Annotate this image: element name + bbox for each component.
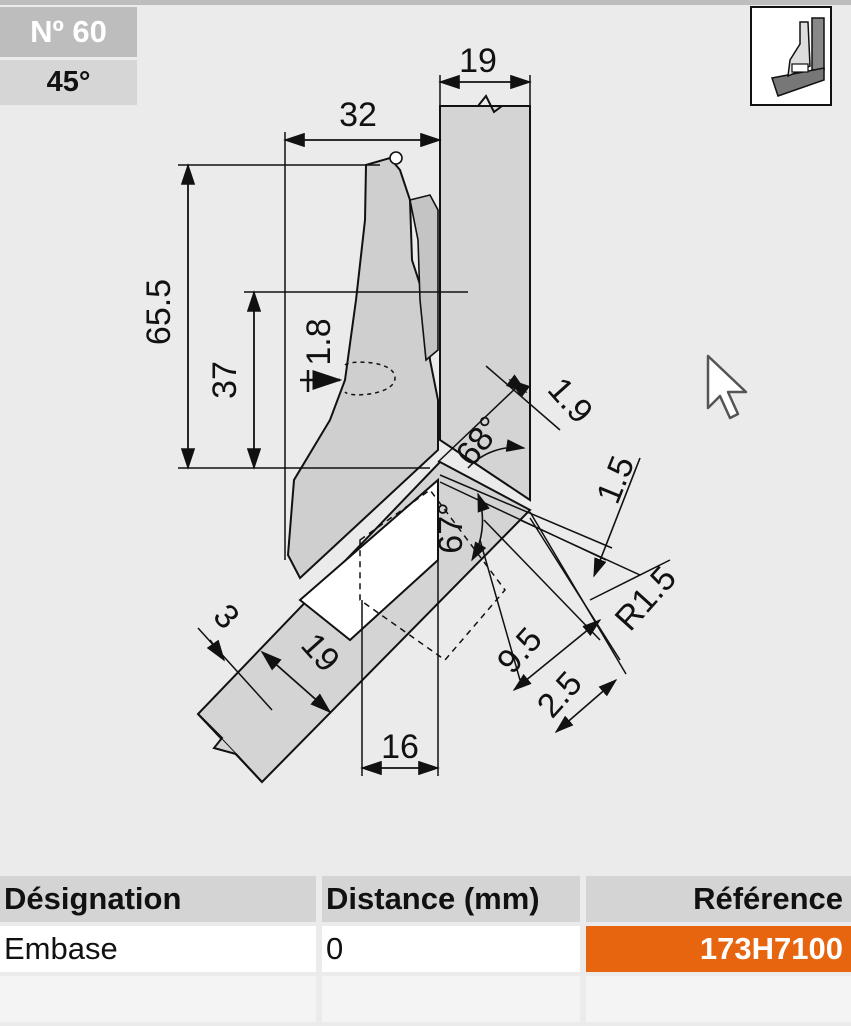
dim-65-5: 65.5 bbox=[140, 279, 178, 345]
table-row[interactable]: Embase 0 173H7100 bbox=[0, 926, 851, 972]
top-rule bbox=[0, 0, 851, 5]
hinge-technical-drawing: 19 32 65.5 37 1.8 1.9 68° 1.5 67° R1.5 9… bbox=[140, 42, 684, 784]
table-row-empty bbox=[0, 976, 851, 1022]
dim-2-5: 2.5 bbox=[530, 664, 590, 725]
col-header-reference[interactable]: Référence bbox=[580, 876, 851, 922]
hinge-angle-badge: 45° bbox=[0, 60, 137, 105]
dim-3: 3 bbox=[206, 597, 247, 636]
cell-reference[interactable]: 173H7100 bbox=[580, 926, 851, 972]
dim-r1-5: R1.5 bbox=[608, 559, 684, 638]
dim-37: 37 bbox=[206, 361, 244, 399]
hinge-arm-spring bbox=[409, 194, 439, 362]
specification-table: Désignation Distance (mm) Référence Emba… bbox=[0, 872, 851, 1026]
side-panel bbox=[439, 105, 531, 502]
dim-67-deg: 67° bbox=[432, 502, 470, 553]
dim-19-top: 19 bbox=[459, 42, 497, 80]
side-panel-break bbox=[440, 94, 530, 114]
col-header-distance[interactable]: Distance (mm) bbox=[316, 876, 580, 922]
dim-1-8: 1.8 bbox=[300, 318, 338, 365]
mouse-cursor-icon bbox=[706, 354, 748, 420]
dim-9-5: 9.5 bbox=[490, 620, 550, 681]
dim-32: 32 bbox=[339, 96, 377, 134]
col-header-designation[interactable]: Désignation bbox=[0, 876, 316, 922]
hinge-pivot bbox=[389, 151, 403, 165]
hinge-cup-hidden bbox=[359, 488, 506, 662]
hinge-number-badge: Nº 60 bbox=[0, 7, 137, 57]
screw-hole-hidden bbox=[344, 361, 396, 396]
door-panel-break bbox=[197, 713, 263, 783]
hinge-arm bbox=[286, 156, 439, 580]
dim-16: 16 bbox=[381, 728, 419, 766]
cell-designation: Embase bbox=[0, 926, 316, 972]
cell-distance: 0 bbox=[316, 926, 580, 972]
dim-1-9: 1.9 bbox=[540, 370, 600, 431]
dim-1-5: 1.5 bbox=[589, 451, 642, 509]
hinge-thumbnail-icon[interactable] bbox=[750, 6, 832, 106]
